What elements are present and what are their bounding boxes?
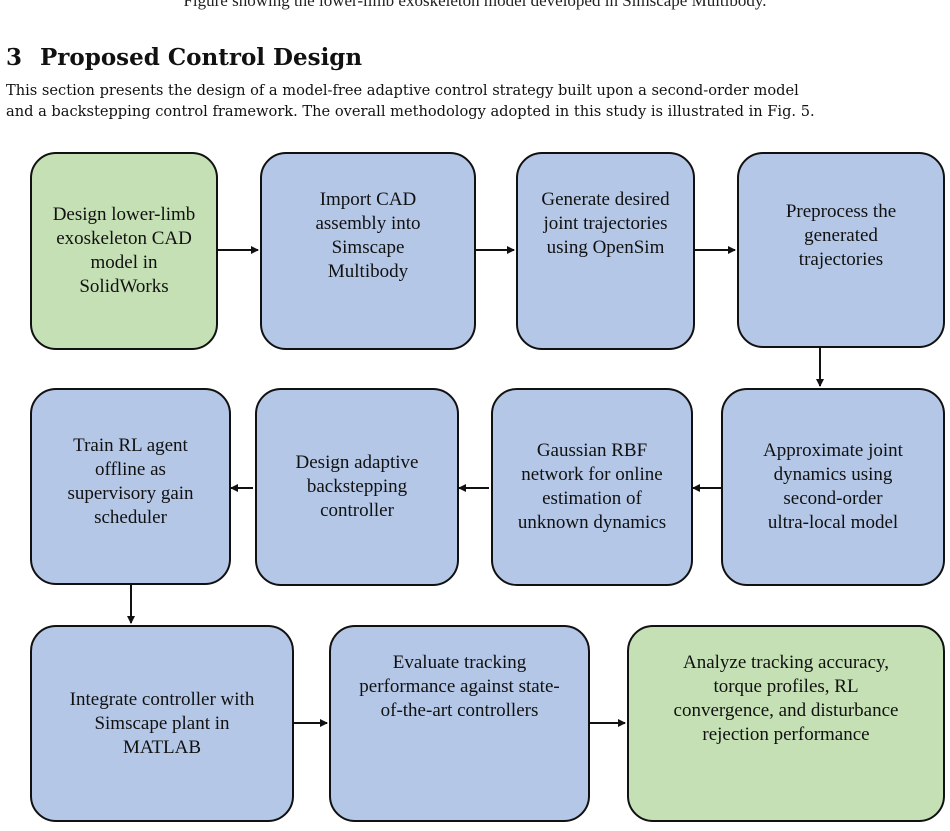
step-design-cad: Design lower-limb exoskeleton CAD model … bbox=[30, 152, 218, 350]
step-train-rl: Train RL agent offline as supervisory ga… bbox=[30, 388, 231, 585]
section-title: Proposed Control Design bbox=[40, 44, 363, 71]
step-approximate-dynamics: Approximate joint dynamics using second-… bbox=[721, 388, 945, 586]
step-integrate: Integrate controller with Simscape plant… bbox=[30, 625, 294, 822]
paragraph-line: and a backstepping control framework. Th… bbox=[6, 103, 815, 120]
step-preprocess: Preprocess the generated trajectories bbox=[737, 152, 945, 348]
step-generate-trajectories: Generate desired joint trajectories usin… bbox=[516, 152, 695, 350]
step-evaluate: Evaluate tracking performance against st… bbox=[329, 625, 590, 822]
paragraph-line: This section presents the design of a mo… bbox=[6, 82, 799, 99]
section-paragraph: This section presents the design of a mo… bbox=[6, 80, 946, 122]
cropped-figure-caption: Figure showing the lower-limb exoskeleto… bbox=[183, 0, 767, 10]
section-heading: 3 Proposed Control Design bbox=[6, 44, 362, 71]
step-rbf-network: Gaussian RBF network for online estimati… bbox=[491, 388, 693, 586]
section-number: 3 bbox=[6, 44, 23, 71]
step-backstepping: Design adaptive backstepping controller bbox=[255, 388, 459, 586]
step-analyze: Analyze tracking accuracy, torque profil… bbox=[627, 625, 945, 822]
step-import-cad: Import CAD assembly into Simscape Multib… bbox=[260, 152, 476, 350]
